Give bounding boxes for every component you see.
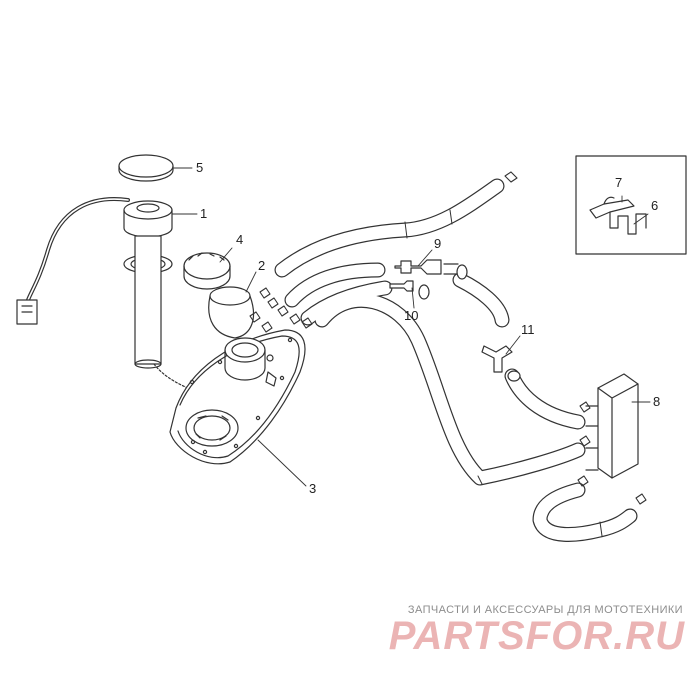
hose-assembly — [274, 178, 638, 542]
callout-4: 4 — [236, 232, 243, 247]
hose-clamps — [249, 171, 647, 505]
part-3-tank-plate — [169, 329, 306, 465]
callout-2: 2 — [258, 258, 265, 273]
callout-7: 7 — [615, 175, 622, 190]
callout-5: 5 — [196, 160, 203, 175]
part-9-fuel-filter — [394, 259, 468, 280]
part-8-canister — [585, 373, 639, 479]
part-5-cap — [118, 154, 174, 182]
callout-6: 6 — [651, 198, 658, 213]
part-1-fuel-level-sender — [16, 197, 223, 403]
part-10-connector — [389, 280, 430, 300]
part-11-t-fitting — [481, 345, 521, 382]
watermark-logo: PARTSFOR.RU — [388, 614, 685, 658]
watermark-tagline: ЗАПЧАСТИ И АКСЕССУАРЫ ДЛЯ МОТОТЕХНИКИ — [407, 604, 683, 616]
leader-lines — [171, 167, 651, 487]
callout-10: 10 — [404, 308, 418, 323]
callout-1: 1 — [200, 206, 207, 221]
inset-box — [575, 155, 687, 255]
callout-3: 3 — [309, 481, 316, 496]
callout-9: 9 — [434, 236, 441, 251]
callout-8: 8 — [653, 394, 660, 409]
callout-11: 11 — [521, 322, 535, 337]
part-4-fuel-cap — [183, 252, 231, 290]
